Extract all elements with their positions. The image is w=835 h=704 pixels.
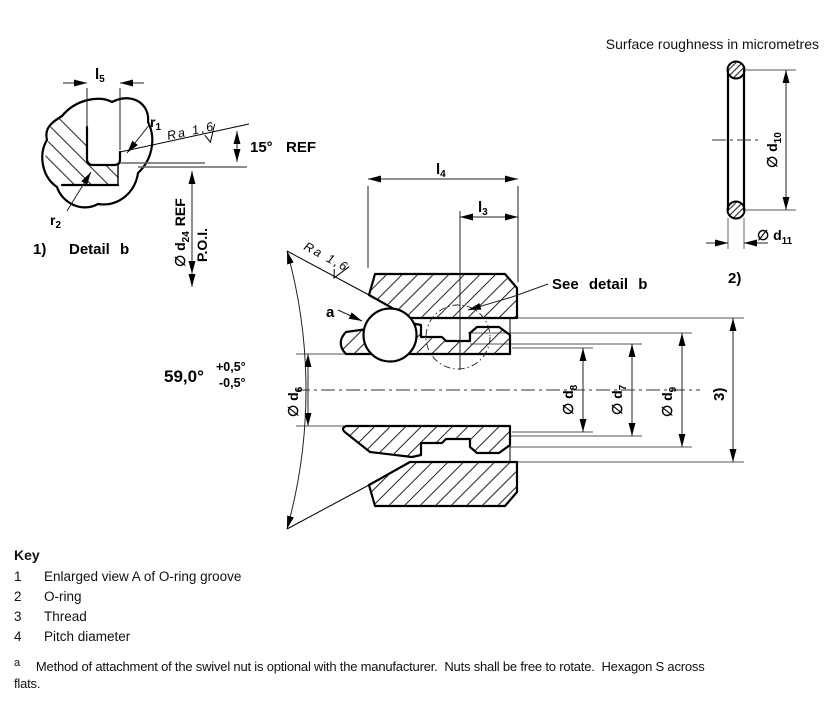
note-a-callout: a (326, 304, 363, 322)
extension-lines (296, 317, 744, 463)
dim-15deg: 15° REF (233, 131, 316, 162)
detail-hatch-region (45, 116, 118, 185)
oring-groove-profile (85, 125, 122, 167)
key-block: Key 1 Enlarged view A of O-ring groove 2… (14, 547, 241, 647)
dim-59deg: 59,0° +0,5° -0,5° (164, 250, 307, 530)
dim-d6: ∅ d6 (285, 354, 312, 426)
key-item-label: O-ring (44, 589, 82, 604)
oring-ref-number: 2) (728, 270, 741, 287)
radius-r2-callout: r2 (50, 171, 92, 231)
footnote-marker: a (14, 657, 20, 669)
key-item-num: 1 (14, 569, 22, 584)
angle-15-label: 15° (250, 139, 273, 156)
surface-roughness-note: Surface roughness in micrometres (605, 36, 819, 52)
see-detail-label: See detail b (552, 276, 647, 293)
dim-thread-3: 3) (711, 318, 737, 462)
surface-finish-check-icon (204, 123, 216, 144)
dim-d9: ∅ d9 (659, 333, 686, 447)
cone-angle-tol-minus: -0,5° (219, 376, 246, 390)
roughness-value-main: Ra 1,6 (302, 239, 352, 274)
drawing-canvas: Ra 1,6 l5 r1 r2 (33, 60, 796, 530)
roughness-callout-main: Ra 1,6 (302, 239, 352, 279)
cone-upper-leg (286, 250, 370, 296)
poi-label: P.O.I. (194, 228, 210, 262)
dim-l4-label: l4 (436, 161, 446, 180)
dim-d10-label: ∅ d10 (764, 132, 784, 168)
thread-ref-label: 3) (711, 388, 728, 401)
dim-l5-label: l5 (95, 66, 105, 85)
key-item: 1 Enlarged view A of O-ring groove (14, 567, 241, 587)
detail-blob-outline (41, 97, 154, 209)
key-item-num: 2 (14, 589, 22, 604)
dim-d6-label: ∅ d6 (285, 386, 305, 417)
dim-d8: ∅ d8 (560, 348, 587, 432)
key-item: 4 Pitch diameter (14, 627, 241, 647)
oring-view: ∅ d10 ∅ d11 2) (706, 60, 796, 287)
r2-label: r2 (50, 212, 61, 231)
key-title: Key (14, 547, 40, 563)
angle-15-ref-label: REF (286, 139, 316, 156)
key-item-label: Thread (44, 609, 87, 624)
roughness-callout-detail: Ra 1,6 (166, 119, 217, 144)
key-item: 2 O-ring (14, 587, 241, 607)
dim-d7: ∅ d7 (609, 344, 636, 436)
r1-label: r1 (150, 114, 161, 133)
key-item: 3 Thread (14, 607, 241, 627)
dim-d8-label: ∅ d8 (560, 384, 580, 415)
footnote-text: Method of attachment of the swivel nut i… (14, 659, 705, 691)
dim-d24-label: ∅ d24REF (172, 198, 192, 267)
dim-d9-label: ∅ d9 (659, 386, 679, 417)
dim-d10: ∅ d10 (746, 69, 796, 211)
dim-l5: l5 (63, 66, 144, 150)
ball-nose (362, 307, 418, 363)
dim-d11: ∅ d11 (706, 218, 793, 249)
detail-caption: Detail b (69, 241, 129, 258)
dim-d7-label: ∅ d7 (609, 384, 629, 415)
oring-cross-section-top (726, 60, 746, 80)
surface-finish-check-icon (333, 266, 350, 279)
dim-l3: l3 (459, 199, 518, 370)
cone-15deg-line (119, 123, 250, 153)
radius-r1-callout: r1 (126, 114, 161, 154)
cone-angle-label: 59,0° (164, 367, 204, 386)
dim-d11-label: ∅ d11 (757, 227, 793, 247)
dim-l4: l4 (367, 161, 519, 282)
roughness-value: Ra 1,6 (166, 119, 217, 143)
nut-lower-section (367, 460, 519, 508)
detail-ref-number: 1) (33, 241, 46, 258)
cone-lower-leg (286, 484, 370, 530)
nipple-lower-flange (341, 424, 512, 459)
key-item-label: Pitch diameter (44, 629, 131, 644)
key-item-num: 3 (14, 609, 22, 624)
cone-angle-tol-plus: +0,5° (216, 360, 246, 374)
oring-cross-section-bottom (726, 200, 746, 220)
key-item-num: 4 (14, 629, 22, 644)
key-item-label: Enlarged view A of O-ring groove (44, 569, 242, 584)
dim-l3-label: l3 (478, 199, 488, 218)
detail-b-view: Ra 1,6 l5 r1 r2 (33, 66, 316, 287)
note-a-label: a (326, 304, 335, 321)
detail-indicator-circle (425, 304, 491, 370)
dim-d24-poi: ∅ d24REF P.O.I. (172, 171, 210, 287)
see-detail-callout: See detail b (425, 276, 647, 370)
main-section-view: 59,0° +0,5° -0,5° Ra 1,6 a l4 (164, 161, 744, 530)
